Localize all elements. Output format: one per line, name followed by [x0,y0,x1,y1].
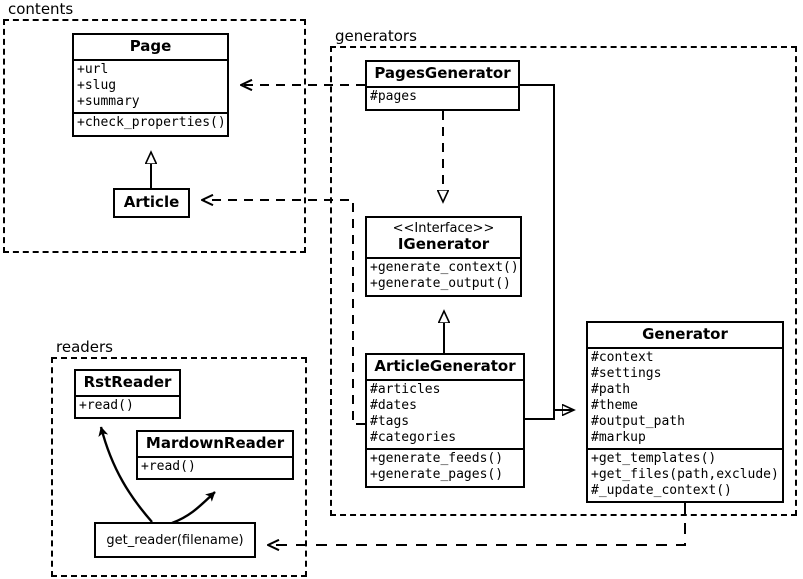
class-attribute: #articles [370,382,441,397]
class-name-igenerator: IGenerator [397,235,490,253]
class-attribute: #output_path [591,414,685,429]
class-name-rst-reader: RstReader [83,373,172,391]
function-box-get-reader[interactable]: get_reader(filename) [94,522,256,558]
class-operation: +check_properties() [77,115,226,130]
class-attribute: #path [591,382,631,397]
class-attributes-article-generator: #articles #dates #tags #categories [367,381,523,448]
class-box-pages-generator[interactable]: PagesGenerator #pages [365,60,520,111]
class-box-rst-reader[interactable]: RstReader +read() [74,369,181,419]
class-attribute: #markup [591,430,646,445]
connector-get-reader-returns-rstreader [98,426,153,523]
class-attribute: +slug [77,78,117,93]
class-separator [138,456,292,458]
class-attributes-page: +url +slug +summary [74,61,227,112]
class-box-article-generator[interactable]: ArticleGenerator #articles #dates #tags … [365,353,525,488]
class-operations-igenerator: +generate_context() +generate_output() [367,259,520,294]
package-label-generators: generators [333,28,420,45]
class-attribute: #theme [591,398,638,413]
class-attribute: #tags [370,414,410,429]
class-attributes-generator: #context #settings #path #theme #output_… [588,349,782,448]
class-separator [74,59,227,61]
class-name-article-generator: ArticleGenerator [374,357,516,375]
package-frame-readers [51,357,307,577]
class-separator [367,86,518,88]
class-operation: +generate_context() [370,260,519,275]
class-operations-generator: +get_templates() +get_files(path,exclude… [588,450,782,501]
connector-articlegenerator-uses-article [202,200,365,425]
class-name-pages-generator: PagesGenerator [374,64,511,82]
class-name-generator: Generator [642,325,728,343]
class-separator [588,448,782,450]
class-operation: +read() [79,398,134,413]
class-box-igenerator[interactable]: <<Interface>> IGenerator +generate_conte… [365,216,522,297]
class-stereotype-igenerator: <<Interface>> [392,221,495,236]
class-separator [367,448,523,450]
class-attribute: #categories [370,430,457,445]
class-box-generator[interactable]: Generator #context #settings #path #them… [586,321,784,503]
class-name-article: Article [123,193,180,211]
class-attribute: #dates [370,398,417,413]
class-separator [367,379,523,381]
connector-get-reader-returns-mardownreader [171,491,216,525]
class-attributes-pages-generator: #pages [367,88,518,107]
connector-generator-uses-get-reader [268,503,686,545]
class-name-page: Page [129,37,172,55]
class-operations-mardown-reader: +read() [138,458,292,477]
class-operation: +generate_output() [370,276,511,291]
class-separator [74,112,227,114]
connector-pagesgenerator-inherits-generator [520,84,574,410]
class-box-page[interactable]: Page +url +slug +summary +check_properti… [72,33,229,137]
class-operations-article-generator: +generate_feeds() +generate_pages() [367,450,523,485]
class-box-mardown-reader[interactable]: MardownReader +read() [136,430,294,480]
class-separator [76,395,179,397]
package-frame-generators [330,46,797,516]
class-attribute: #settings [591,366,662,381]
class-attribute: #context [591,350,654,365]
class-name-mardown-reader: MardownReader [145,434,285,452]
class-operations-rst-reader: +read() [76,397,179,416]
class-separator [367,257,520,259]
class-box-article[interactable]: Article [113,188,190,218]
class-operations-page: +check_properties() [74,114,227,133]
connector-articlegenerator-inherits-generator [525,409,574,420]
package-label-contents: contents [6,1,77,18]
package-label-readers: readers [54,339,116,356]
class-operation: +get_files(path,exclude) [591,467,779,482]
class-operation: +generate_feeds() [370,451,504,466]
class-attribute: #pages [370,89,417,104]
class-attribute: +url [77,62,109,77]
class-operation: +get_templates() [591,451,717,466]
class-operation: #_update_context() [591,483,732,498]
package-frame-contents [3,19,306,253]
class-separator [588,347,782,349]
class-attribute: +summary [77,94,140,109]
class-operation: +generate_pages() [370,467,504,482]
class-operation: +read() [141,459,196,474]
function-label-get-reader: get_reader(filename) [106,532,244,548]
